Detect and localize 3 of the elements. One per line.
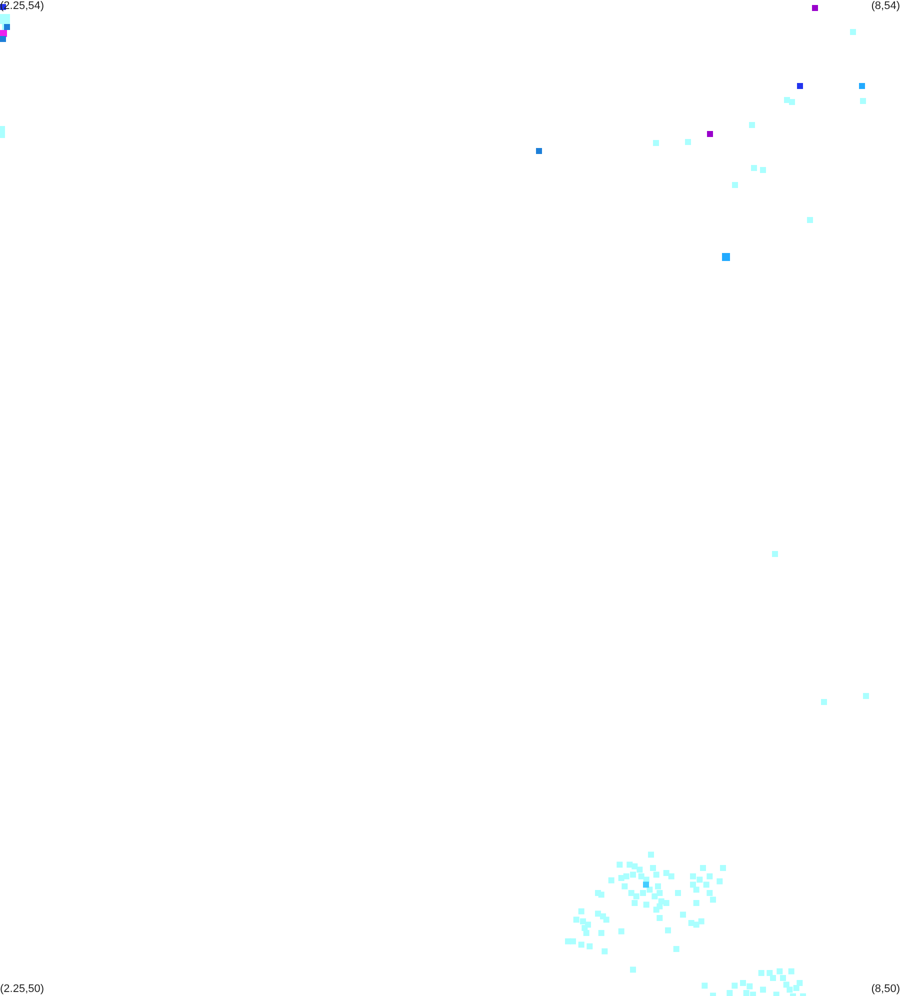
coordinate-label: (8,54) [871, 0, 900, 13]
coordinate-label: (8,50) [871, 983, 900, 996]
coordinate-label: (2.25,50) [0, 983, 44, 996]
